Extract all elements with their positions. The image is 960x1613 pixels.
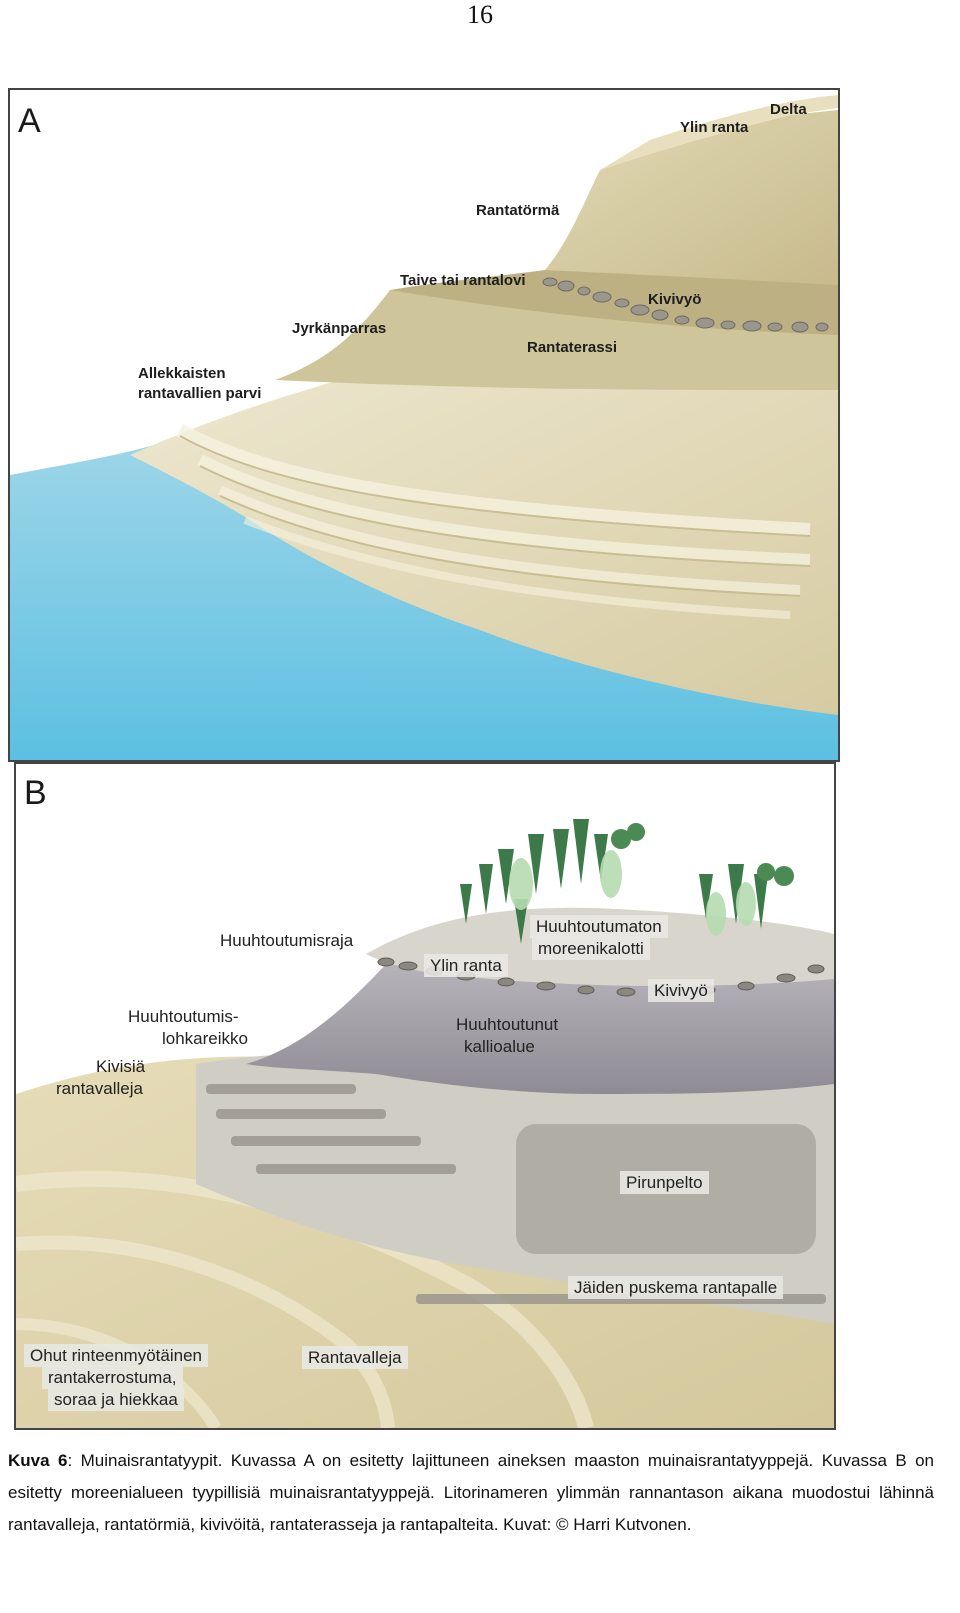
panel-b-letter: B xyxy=(24,774,47,812)
page-number: 16 xyxy=(467,0,493,29)
label-jyrkanparras: Jyrkänparras xyxy=(292,320,387,337)
panel-a-illustration xyxy=(10,90,838,760)
caption-body: : Muinaisrantatyypit. Kuvassa A on esite… xyxy=(8,1451,934,1534)
label-rantapalle: Jäiden puskema rantapalle xyxy=(568,1276,784,1299)
label-kivivyo-b: Kivivyö xyxy=(648,979,714,1002)
label-lohkareikko-2: lohkareikko xyxy=(162,1029,248,1048)
label-lohkareikko-1: Huuhtoutumis- xyxy=(128,1007,239,1026)
label-kivivyo: Kivivyö xyxy=(648,291,702,308)
label-kallioalue-1: Huuhtoutunut xyxy=(456,1015,559,1034)
label-kallioalue-2: kallioalue xyxy=(464,1037,535,1056)
label-moreenikalotti-1: Huuhtoutumaton xyxy=(530,915,668,938)
label-moreenikalotti-2: moreenikalotti xyxy=(532,937,650,960)
label-rantavalleja: Rantavalleja xyxy=(302,1346,408,1369)
label-allekkaisten-2: rantavallien parvi xyxy=(138,385,262,402)
figure-caption: Kuva 6: Muinaisrantatyypit. Kuvassa A on… xyxy=(8,1445,934,1541)
panel-a-letter: A xyxy=(18,102,41,140)
label-kivisia-1: Kivisiä xyxy=(96,1057,146,1076)
label-ohut-2: rantakerrostuma, xyxy=(42,1366,183,1389)
label-rantatorma: Rantatörmä xyxy=(476,202,560,219)
figure-panel-b: B Huuhtoutumisraja Ylin ranta Huuhtoutum… xyxy=(14,762,836,1430)
label-delta: Delta xyxy=(770,101,807,118)
label-taive: Taive tai rantalovi xyxy=(400,272,526,289)
label-rantaterassi: Rantaterassi xyxy=(527,339,618,356)
label-ohut-3: soraa ja hiekkaa xyxy=(48,1388,184,1411)
label-allekkaisten-1: Allekkaisten xyxy=(138,365,226,382)
label-pirunpelto: Pirunpelto xyxy=(620,1171,709,1194)
caption-lead: Kuva 6 xyxy=(8,1451,68,1470)
label-huuhtoutumisraja: Huuhtoutumisraja xyxy=(220,931,354,950)
label-ylin-ranta: Ylin ranta xyxy=(680,119,749,136)
label-ohut-1: Ohut rinteenmyötäinen xyxy=(24,1344,208,1367)
label-ylin-ranta-b: Ylin ranta xyxy=(424,954,508,977)
figure-panel-a: A Delta Ylin ranta Rantatörmä Taive tai … xyxy=(8,88,840,762)
label-kivisia-2: rantavalleja xyxy=(56,1079,143,1098)
